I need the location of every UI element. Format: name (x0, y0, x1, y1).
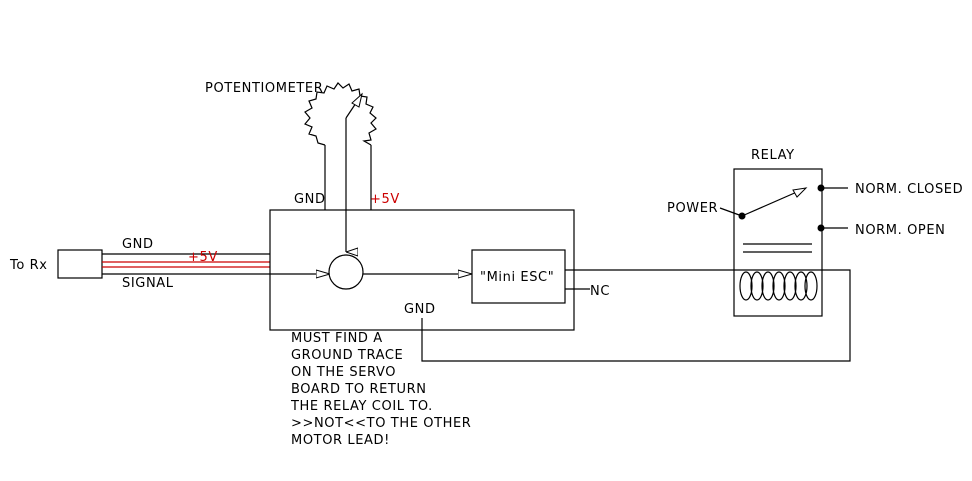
comparator-circle (328, 254, 364, 290)
board-gnd-label: GND (404, 302, 436, 317)
gnd-input-label: GND (122, 237, 154, 252)
note-line: ON THE SERVO (291, 365, 396, 380)
note-line: THE RELAY COIL TO. (290, 399, 433, 414)
norm-closed-label: NORM. CLOSED (855, 182, 963, 197)
wiper-arrow-icon (351, 92, 363, 108)
note-line: >>NOT<<TO THE OTHER (291, 416, 471, 431)
note-line: MOTOR LEAD! (291, 433, 390, 448)
signal-input-label: SIGNAL (122, 276, 174, 291)
pot-gnd-label: GND (294, 192, 326, 207)
plus5v-input-label: +5V (188, 250, 218, 265)
to-rx-label: To Rx (9, 258, 48, 273)
power-label: POWER (667, 201, 718, 216)
ground-note: MUST FIND A GROUND TRACE ON THE SERVO BO… (290, 331, 471, 448)
nc-label: NC (590, 284, 610, 299)
relay-box (733, 168, 823, 317)
relay-coil (739, 269, 818, 301)
ground-return-wire (421, 269, 851, 362)
note-line: MUST FIND A (291, 331, 383, 346)
norm-open-label: NORM. OPEN (855, 223, 945, 238)
power-wire (719, 207, 743, 217)
note-line: BOARD TO RETURN (291, 382, 427, 397)
note-line: GROUND TRACE (291, 348, 403, 363)
pot-plus5v-label: +5V (370, 192, 400, 207)
potentiometer-resistor (304, 82, 377, 146)
potentiometer-label: POTENTIOMETER (205, 81, 323, 96)
switch-arrow-icon (792, 187, 808, 198)
relay-label: RELAY (751, 148, 795, 163)
mini-esc-box (471, 249, 566, 304)
mini-esc-label: "Mini ESC" (480, 270, 554, 285)
receiver-connector (57, 249, 103, 279)
